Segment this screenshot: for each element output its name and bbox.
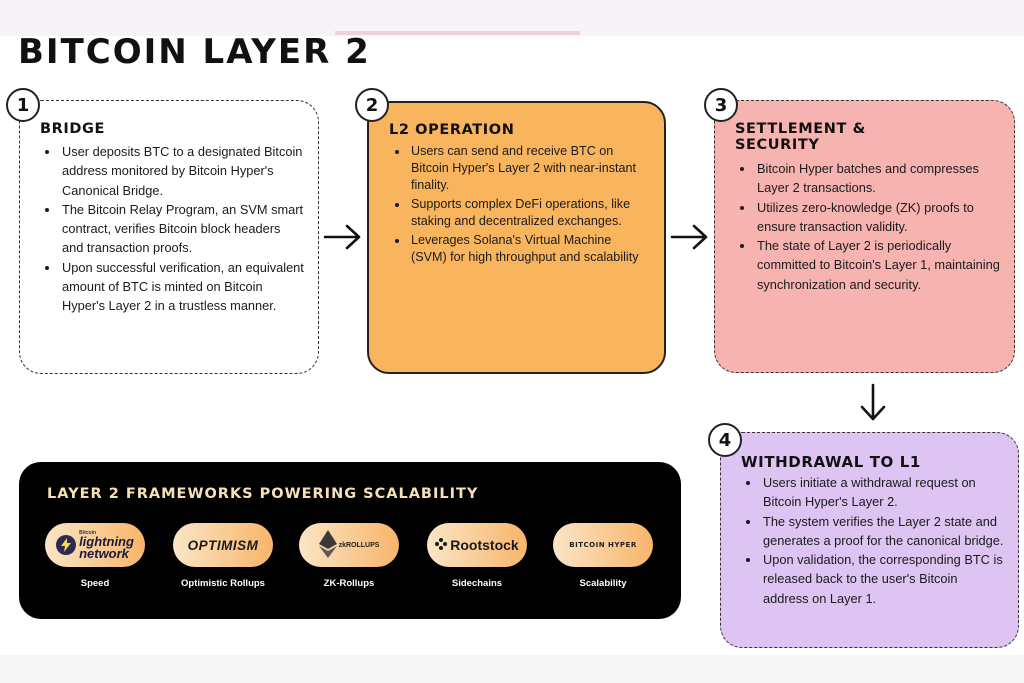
bullet-item: User deposits BTC to a designated Bitcoi…: [60, 142, 304, 200]
step-number-badge: 3: [704, 88, 738, 122]
bullet-item: Upon validation, the corresponding BTC i…: [761, 550, 1004, 608]
step-card-bridge: BRIDGE User deposits BTC to a designated…: [19, 100, 319, 374]
logo-text-line1: lightning: [79, 534, 134, 549]
framework-caption: Speed: [80, 578, 110, 589]
framework-item-rootstock: Rootstock Sidechains: [427, 523, 527, 589]
right-arrow-icon: [670, 223, 710, 251]
framework-caption: Scalability: [579, 578, 627, 589]
top-accent-line: [335, 31, 580, 35]
logo-text: Rootstock: [450, 537, 519, 553]
bullet-item: Users initiate a withdrawal request on B…: [761, 473, 1004, 512]
step-heading: WITHDRAWAL TO L1: [741, 453, 921, 471]
framework-caption: Sidechains: [451, 578, 503, 589]
frameworks-panel: LAYER 2 FRAMEWORKS POWERING SCALABILITY …: [19, 462, 681, 619]
page-title: BITCOIN LAYER 2: [18, 32, 371, 72]
frameworks-heading: LAYER 2 FRAMEWORKS POWERING SCALABILITY: [47, 486, 479, 502]
step-card-withdrawal: WITHDRAWAL TO L1 Users initiate a withdr…: [720, 432, 1019, 648]
bitcoin-hyper-logo: BITCOIN HYPER: [553, 523, 653, 567]
down-arrow-icon: [858, 383, 888, 423]
step-bullet-list: User deposits BTC to a designated Bitcoi…: [42, 142, 304, 316]
logo-small-text: Bitcoin: [79, 530, 97, 536]
bullet-item: Supports complex DeFi operations, like s…: [409, 196, 650, 230]
step-card-settlement-security: SETTLEMENT & SECURITY Bitcoin Hyper batc…: [714, 100, 1015, 373]
step-bullet-list: Users initiate a withdrawal request on B…: [743, 473, 1004, 608]
framework-item-zkrollups: zkROLLUPS ZK-Rollups: [299, 523, 399, 589]
step-bullet-list: Bitcoin Hyper batches and compresses Lay…: [737, 159, 1000, 294]
step-bullet-list: Users can send and receive BTC on Bitcoi…: [391, 143, 650, 268]
right-arrow-icon: [323, 223, 363, 251]
logo-text: zkROLLUPS: [338, 541, 380, 549]
step-number-badge: 1: [6, 88, 40, 122]
step-number-badge: 2: [355, 88, 389, 122]
bullet-item: Bitcoin Hyper batches and compresses Lay…: [755, 159, 1000, 198]
bullet-item: Upon successful verification, an equival…: [60, 258, 304, 316]
bullet-item: The state of Layer 2 is periodically com…: [755, 236, 1000, 294]
step-number-badge: 4: [708, 423, 742, 457]
rootstock-icon: [435, 537, 448, 553]
logo-text-line2: network: [79, 546, 129, 561]
optimism-logo: OPTIMISM: [173, 523, 273, 567]
step-card-l2-operation: L2 OPERATION Users can send and receive …: [367, 101, 666, 374]
framework-item-lightning: Bitcoin lightning network Speed: [45, 523, 145, 589]
step-heading: SETTLEMENT & SECURITY: [735, 121, 866, 153]
framework-caption: Optimistic Rollups: [181, 578, 265, 589]
lightning-bolt-icon: [56, 535, 77, 555]
framework-caption: ZK-Rollups: [323, 578, 375, 589]
step-heading: L2 OPERATION: [389, 122, 515, 138]
lightning-network-logo: Bitcoin lightning network: [45, 523, 145, 567]
rootstock-logo: Rootstock: [427, 523, 527, 567]
zkrollups-logo: zkROLLUPS: [299, 523, 399, 567]
bullet-item: Users can send and receive BTC on Bitcoi…: [409, 143, 650, 194]
step-heading: BRIDGE: [40, 121, 106, 137]
bullet-item: Leverages Solana's Virtual Machine (SVM)…: [409, 232, 650, 266]
logo-text: BITCOIN HYPER: [569, 541, 637, 549]
logo-text: OPTIMISM: [187, 537, 259, 553]
bottom-bar: [0, 655, 1024, 683]
bullet-item: Utilizes zero-knowledge (ZK) proofs to e…: [755, 198, 1000, 237]
framework-item-bitcoin-hyper: BITCOIN HYPER Scalability: [553, 523, 653, 589]
top-bar: [0, 0, 1024, 36]
bullet-item: The Bitcoin Relay Program, an SVM smart …: [60, 200, 304, 258]
ethereum-diamond-icon: [318, 530, 337, 560]
bullet-item: The system verifies the Layer 2 state an…: [761, 512, 1004, 551]
framework-item-optimism: OPTIMISM Optimistic Rollups: [173, 523, 273, 589]
